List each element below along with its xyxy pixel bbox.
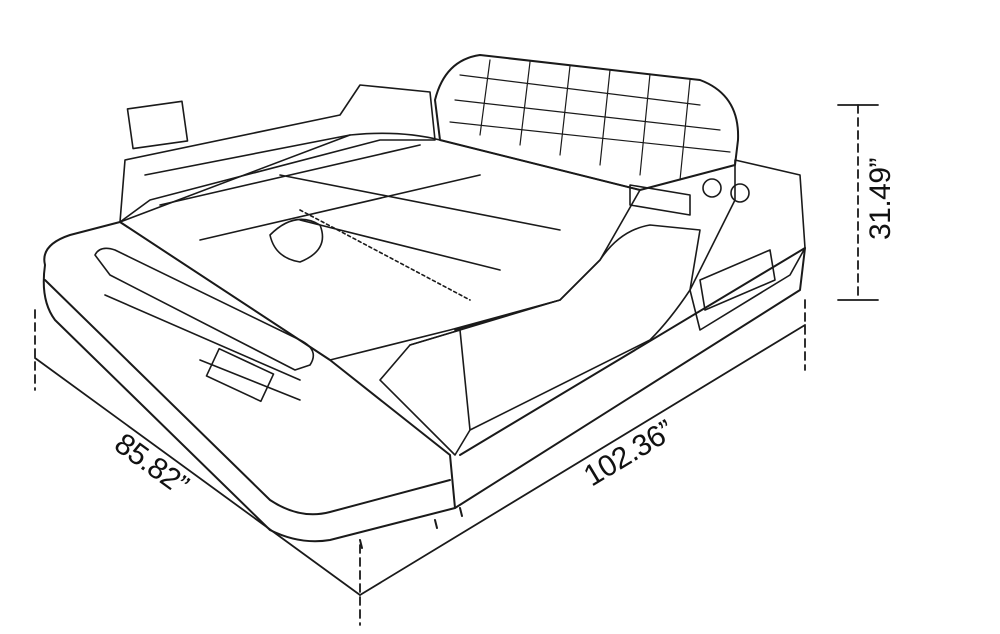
tray-icon [269, 218, 324, 263]
left-armrest [94, 247, 315, 403]
mattress [119, 132, 641, 361]
height-label: 31.49” [864, 157, 898, 241]
right-console [379, 159, 806, 456]
height-dimension-line [837, 104, 879, 301]
headboard [434, 54, 740, 191]
depth-dimension-line [34, 309, 361, 626]
bed-base [42, 221, 806, 549]
tablet-screen [126, 100, 189, 150]
width-dimension-line [359, 299, 806, 596]
left-console [119, 84, 436, 223]
